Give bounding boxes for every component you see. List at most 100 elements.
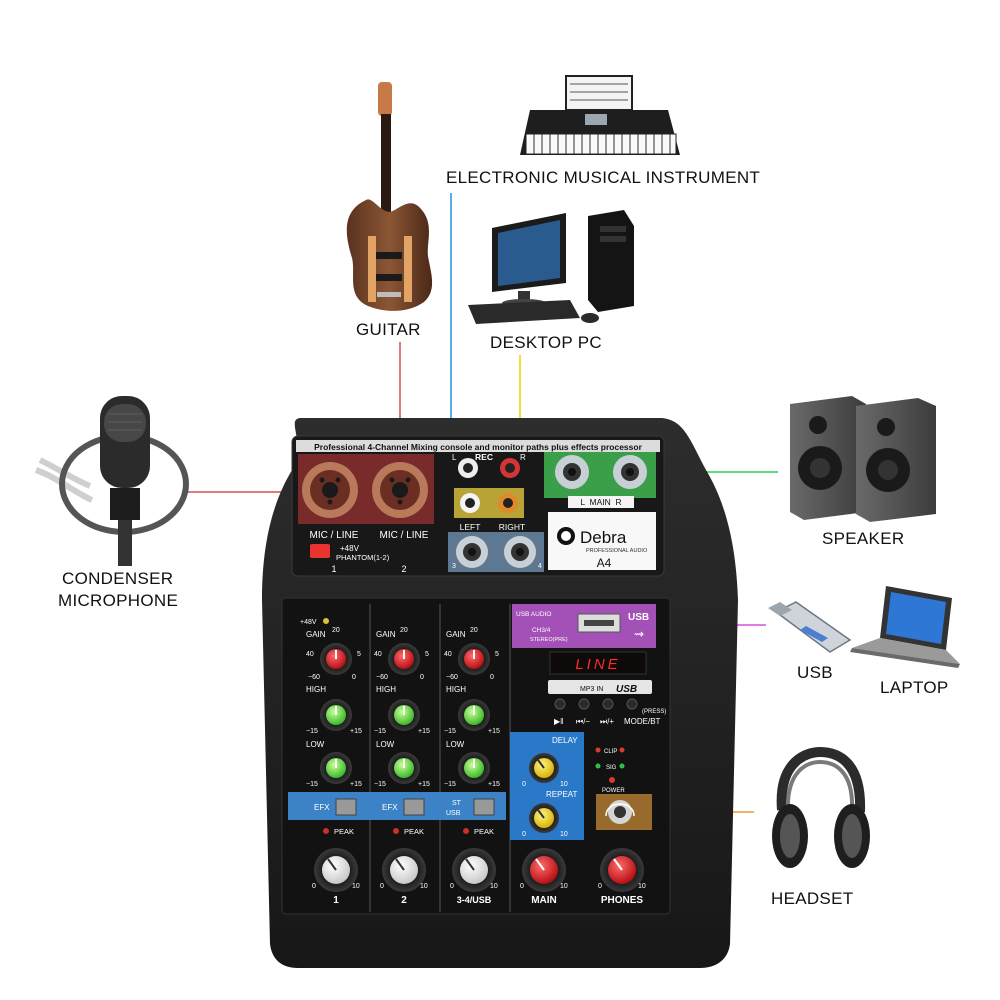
scale-40-3: 40 [444, 651, 452, 658]
ch2-high[interactable] [388, 699, 420, 731]
repeat-knob[interactable] [529, 803, 559, 833]
ch-label-3: 3-4/USB [457, 895, 492, 905]
repeat-scale-10: 10 [560, 831, 568, 838]
mic-line-2-label: MIC / LINE [380, 530, 429, 541]
vol-scale-0-phones: 0 [598, 883, 602, 890]
vol-scale-10-3: 10 [490, 883, 498, 890]
rec-rca-left[interactable] [458, 458, 478, 478]
mp3-in-label: MP3 IN [580, 686, 603, 693]
repeat-label: REPEAT [546, 790, 578, 799]
ch3-high[interactable] [458, 699, 490, 731]
gain-label-3: GAIN [446, 630, 466, 639]
phones-volume[interactable] [600, 848, 644, 892]
microphone-icon [34, 396, 189, 566]
rec-rca-right[interactable] [500, 458, 520, 478]
ch1-gain[interactable] [320, 643, 352, 675]
main-out-r-jack[interactable] [613, 455, 647, 489]
ch2-volume[interactable] [382, 848, 426, 892]
next-button[interactable] [602, 698, 614, 710]
scale-m15-h2: −15 [374, 728, 386, 735]
ch3-low[interactable] [458, 752, 490, 784]
vol-scale-0-main: 0 [520, 883, 524, 890]
peak-led-1 [323, 828, 329, 834]
scale-20-3: 20 [470, 627, 478, 634]
clip-label: CLIP [604, 749, 617, 755]
ch2-gain[interactable] [388, 643, 420, 675]
scale-m60-1: −60 [308, 674, 320, 681]
prev-button[interactable] [578, 698, 590, 710]
scale-40-1: 40 [306, 651, 314, 658]
speaker-label: SPEAKER [822, 529, 905, 548]
main-volume[interactable] [522, 848, 566, 892]
scale-5-3: 5 [495, 651, 499, 658]
left-label: LEFT [460, 522, 481, 532]
rec-label: REC [475, 452, 493, 462]
ch1-volume[interactable] [314, 848, 358, 892]
phantom-sub-label: PHANTOM(1-2) [336, 553, 390, 562]
play-pause-button[interactable] [554, 698, 566, 710]
guitar-icon [346, 82, 433, 311]
usb-stick-icon [768, 601, 852, 653]
high-label-2: HIGH [376, 685, 396, 694]
ch1-high[interactable] [320, 699, 352, 731]
ch3-volume[interactable] [452, 848, 496, 892]
vol-scale-0-3: 0 [450, 883, 454, 890]
scale-p15-l3: +15 [488, 781, 500, 788]
phones-label: PHONES [601, 895, 644, 906]
scale-m60-2: −60 [376, 674, 388, 681]
phantom-button[interactable] [310, 544, 330, 558]
st-usb-switch[interactable] [473, 798, 495, 816]
media-section: USB AUDIO CH3/4 STEREO(PRE) USB ⇝ LINE M… [510, 604, 666, 840]
vol-scale-10-main: 10 [560, 883, 568, 890]
st-label: ST [452, 800, 462, 807]
display-text: LINE [575, 656, 620, 673]
usb-switch-label: USB [446, 810, 461, 817]
rec-r-label: R [520, 453, 526, 462]
right-label: RIGHT [499, 522, 525, 532]
mic-jack-2[interactable] [372, 462, 428, 518]
plus48-led [323, 618, 329, 624]
headset-label: HEADSET [771, 889, 854, 908]
plus48-label: +48V [300, 619, 317, 626]
ch3-gain[interactable] [458, 643, 490, 675]
line-jack-4[interactable] [504, 536, 536, 568]
repeat-scale-0: 0 [522, 831, 526, 838]
input-rca-left[interactable] [460, 493, 480, 513]
mic-line-1-label: MIC / LINE [310, 530, 359, 541]
rec-l-label: L [452, 453, 457, 462]
input-rca-right[interactable] [498, 493, 518, 513]
scale-5-1: 5 [357, 651, 361, 658]
scale-p15-h2: +15 [418, 728, 430, 735]
laptop-icon [850, 586, 960, 668]
scale-20-2: 20 [400, 627, 408, 634]
mic-jack-1[interactable] [302, 462, 358, 518]
scale-p15-l2: +15 [418, 781, 430, 788]
efx-button-1[interactable] [335, 798, 357, 816]
usb-symbol-icon: ⇝ [634, 627, 644, 641]
delay-scale-10: 10 [560, 781, 568, 788]
scale-p15-h3: +15 [488, 728, 500, 735]
ch1-low[interactable] [320, 752, 352, 784]
power-label: POWER [602, 788, 625, 794]
gain-label-2: GAIN [376, 630, 396, 639]
main-out-l-jack[interactable] [555, 455, 589, 489]
guitar-label: GUITAR [356, 320, 421, 339]
efx-button-2[interactable] [403, 798, 425, 816]
delay-knob[interactable] [529, 753, 559, 783]
headphone-jack[interactable] [608, 800, 632, 824]
vol-scale-0-2: 0 [380, 883, 384, 890]
peak-label-2: PEAK [404, 827, 424, 836]
headset-icon [772, 746, 870, 868]
microphone-label-line1: CONDENSER [62, 569, 174, 588]
microphone-label-line2: MICROPHONE [58, 591, 179, 610]
vol-scale-0-1: 0 [312, 883, 316, 890]
ch2-low[interactable] [388, 752, 420, 784]
ch34-label: CH3/4 [532, 627, 551, 634]
scale-p15-h1: +15 [350, 728, 362, 735]
scale-20-1: 20 [332, 627, 340, 634]
delay-label: DELAY [552, 736, 578, 745]
mode-bt-button[interactable] [626, 698, 638, 710]
line-jack-3[interactable] [456, 536, 488, 568]
low-label-1: LOW [306, 740, 325, 749]
